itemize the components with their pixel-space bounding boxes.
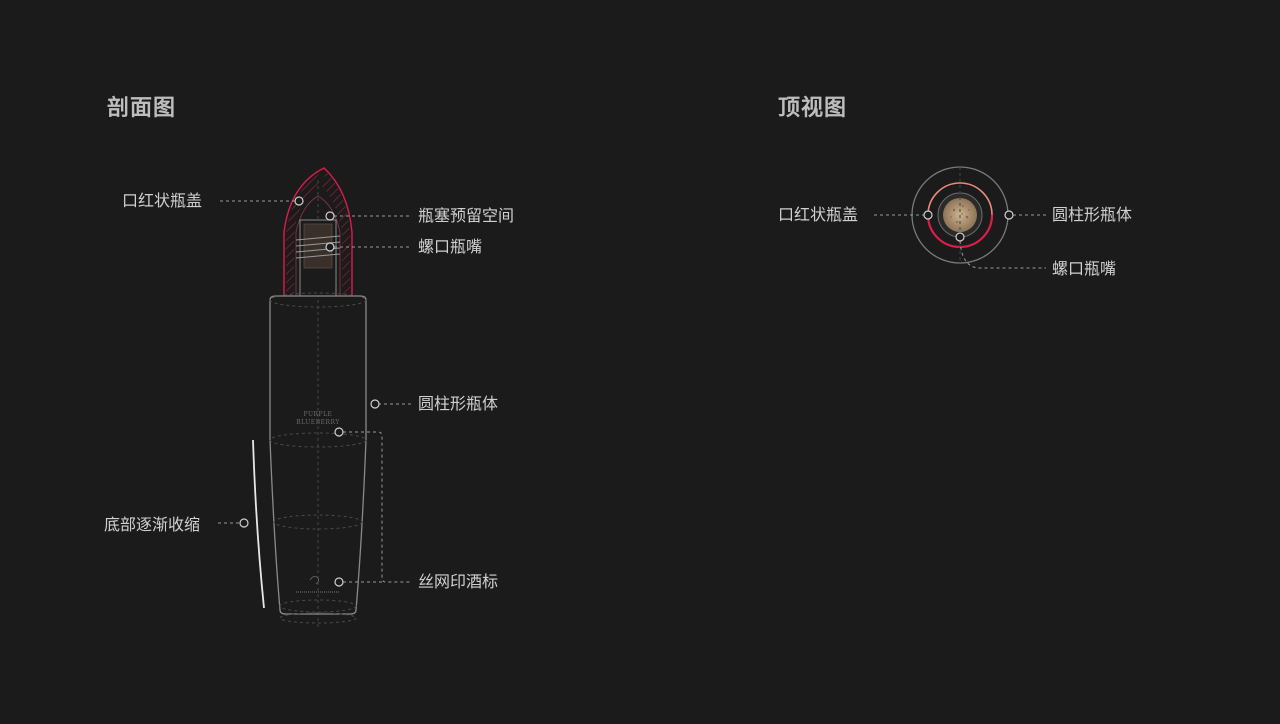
callout-cork-space: 瓶塞预留空间 bbox=[418, 206, 515, 225]
section-ellipses bbox=[269, 292, 367, 624]
cap-outline bbox=[283, 167, 353, 296]
taper-indicator-line bbox=[252, 439, 265, 609]
callout-cap: 口红状瓶盖 bbox=[122, 191, 203, 210]
callout-tapered-bottom: 底部逐渐收缩 bbox=[104, 515, 201, 534]
section-leaders bbox=[218, 200, 412, 583]
top-callout-thread-neck: 螺口瓶嘴 bbox=[1052, 259, 1117, 278]
bottle-bottom-mark bbox=[296, 576, 340, 593]
callout-cylinder-body: 圆柱形瓶体 bbox=[418, 394, 499, 413]
top-callout-cylinder-body: 圆柱形瓶体 bbox=[1052, 205, 1133, 224]
section-anchor-dots bbox=[239, 196, 380, 587]
cap-cavity bbox=[295, 195, 341, 296]
cork-texture bbox=[950, 205, 970, 223]
top-view-title: 顶视图 bbox=[778, 96, 848, 121]
bottle-label-line-2: BLUEBERRY bbox=[296, 419, 340, 426]
bottle-body-outline bbox=[269, 295, 367, 615]
callout-screen-label: 丝网印酒标 bbox=[418, 572, 499, 591]
section-view-title: 剖面图 bbox=[107, 96, 177, 121]
top-callout-cap: 口红状瓶盖 bbox=[778, 205, 859, 224]
bottle-section-drawing: PURPLE BLUEBERRY bbox=[252, 167, 367, 630]
top-leaders bbox=[874, 214, 1046, 269]
callout-thread-neck: 螺口瓶嘴 bbox=[418, 237, 483, 256]
top-anchor-dots bbox=[923, 210, 1014, 242]
bottle-label-line-1: PURPLE bbox=[304, 411, 333, 418]
cap-hatch-right bbox=[322, 172, 350, 296]
